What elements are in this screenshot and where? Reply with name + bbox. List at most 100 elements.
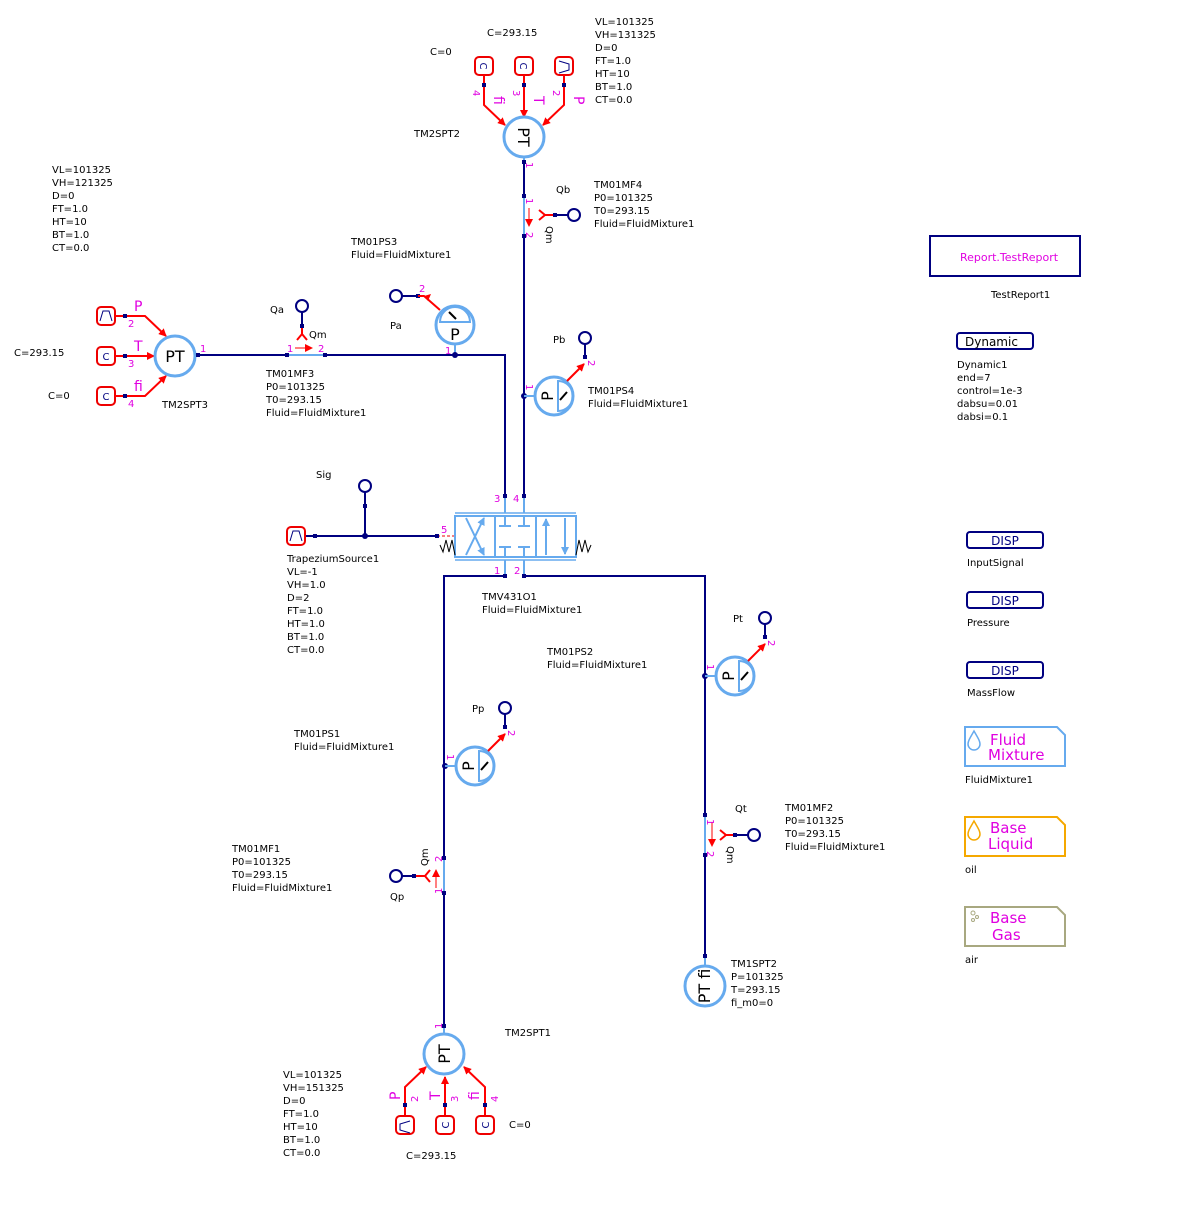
pipe-segment[interactable] [325,354,506,496]
svg-text:Dynamic1: Dynamic1 [957,360,1007,371]
svg-text:P: P [538,391,557,401]
svg-text:Qm: Qm [309,330,327,341]
display-massflow[interactable]: DISP MassFlow [966,661,1044,699]
svg-text:P0=101325: P0=101325 [785,816,844,827]
probe-label: Pb [553,335,565,346]
fluid-mixture-block[interactable]: Fluid Mixture FluidMixture1 [964,726,1066,786]
tm1spt2[interactable]: PT fi TM1SPT2 P=101325 T=293.15 fi_m0=0 [683,954,784,1009]
constant-source-t[interactable] [435,1115,455,1135]
probe-icon[interactable] [295,299,309,313]
svg-text:MassFlow: MassFlow [967,688,1015,699]
svg-text:Base: Base [990,909,1027,927]
svg-text:VL=101325: VL=101325 [283,1070,342,1081]
tm01ps2[interactable]: TM01PS2 Fluid=FluidMixture1 P 1 2 Pt [546,611,776,697]
droplet-icon [967,819,981,841]
trapezium-source-block[interactable] [286,526,306,546]
probe-icon[interactable] [389,289,403,303]
svg-text:Fluid=FluidMixture1: Fluid=FluidMixture1 [266,408,366,419]
dynamic-box[interactable] [956,332,1034,350]
svg-text:4: 4 [128,399,134,410]
report-block[interactable]: Report.TestReport TestReport1 [929,235,1081,301]
param-list: VL=101325 VH=121325 D=0 FT=1.0 HT=10 BT=… [52,165,113,254]
pt-sensor[interactable] [422,1032,466,1076]
svg-text:P0=101325: P0=101325 [594,193,653,204]
valve-tmv431o1[interactable]: 3 4 5 1 2 TMV431O1 Fluid=FluidMixture1 [439,494,592,616]
svg-text:1: 1 [704,819,715,825]
probe-icon[interactable] [578,331,592,345]
svg-text:C: C [517,63,528,70]
tm01ps4[interactable]: P 1 2 Pb TM01PS4 Fluid=FluidMixture1 [521,331,688,417]
svg-text:Fluid=FluidMixture1: Fluid=FluidMixture1 [232,883,332,894]
probe-label: Qt [735,804,747,815]
pipe-segment[interactable] [524,575,706,815]
svg-text:P0=101325: P0=101325 [232,857,291,868]
svg-text:VL=101325: VL=101325 [52,165,111,176]
pt-fi-sensor[interactable] [683,964,727,1008]
svg-text:P: P [459,761,478,771]
display-inputsignal[interactable]: DISP InputSignal [966,531,1044,569]
svg-text:4: 4 [490,1096,501,1102]
tm01mf1[interactable]: 1 2 Qm Qp TM01MF1 P0=101325 T0=293.15 Fl… [231,844,446,903]
svg-text:TM01PS3: TM01PS3 [350,237,397,248]
tm01ps1[interactable]: TM01PS1 Fluid=FluidMixture1 P 1 2 Pp [293,701,516,787]
constant-source-fi[interactable] [475,1115,495,1135]
svg-text:TM01MF4: TM01MF4 [593,180,642,191]
pipe-segment[interactable] [443,575,505,858]
svg-text:Dynamic: Dynamic [965,335,1018,349]
svg-text:FluidMixture1: FluidMixture1 [965,775,1033,786]
trapezium-source[interactable]: Sig TrapeziumSource1 VL=-1 VH=1.0 D=2 FT… [286,470,439,656]
display-pressure[interactable]: DISP Pressure [966,591,1044,629]
svg-text:TMV431O1: TMV431O1 [481,592,537,603]
tm01mf2[interactable]: 1 2 Qm Qt TM01MF2 P0=101325 T0=293.15 Fl… [703,803,885,864]
probe-icon[interactable] [567,208,581,222]
disp-box[interactable] [966,591,1044,609]
dynamic-block[interactable]: Dynamic Dynamic1 end=7 control=1e-3 dabs… [956,332,1034,423]
svg-text:DISP: DISP [991,534,1019,548]
probe-icon[interactable] [747,828,761,842]
tm2spt2[interactable]: C C PT 1 4 3 2 fi T P C=0 C=293.15 TM2SP… [413,17,656,168]
ramp-source-p[interactable] [96,306,116,326]
probe-icon[interactable] [498,701,512,715]
probe-icon[interactable] [389,869,403,883]
probe-label: Sig [316,470,331,481]
probe-icon[interactable] [758,611,772,625]
component-name: TM2SPT3 [161,400,208,411]
report-box[interactable] [929,235,1081,277]
fluid-box[interactable] [964,906,1066,947]
svg-text:Fluid=FluidMixture1: Fluid=FluidMixture1 [482,605,582,616]
fluid-box[interactable] [964,726,1066,767]
svg-text:D=0: D=0 [52,191,74,202]
tm01mf3[interactable]: 1 2 Qm Qa TM01MF3 P0=101325 T0=293.15 Fl… [265,299,366,419]
svg-text:1: 1 [200,344,206,355]
tm01mf4[interactable]: 1 2 Qm Qb TM01MF4 P0=101325 T0=293.15 Fl… [522,180,694,244]
svg-text:2: 2 [765,640,776,646]
svg-text:D=0: D=0 [595,43,617,54]
svg-text:CT=0.0: CT=0.0 [595,95,632,106]
svg-text:Pressure: Pressure [967,618,1010,629]
tm2spt1[interactable]: PT 1 C C 2 3 4 P T fi TM2SPT1 C=0 C=293.… [283,1023,551,1162]
svg-text:2: 2 [419,284,425,295]
svg-text:VH=131325: VH=131325 [595,30,656,41]
disp-box[interactable] [966,661,1044,679]
base-liquid-block[interactable]: Base Liquid oil [964,816,1066,876]
svg-text:Fluid=FluidMixture1: Fluid=FluidMixture1 [785,842,885,853]
ramp-source-p[interactable] [554,56,574,76]
svg-text:1: 1 [523,198,534,204]
c-temp-label: C=293.15 [406,1151,456,1162]
disp-box[interactable] [966,531,1044,549]
svg-text:PT fi: PT fi [695,969,714,1004]
svg-text:end=7: end=7 [957,373,991,384]
probe-label: Qp [390,892,404,903]
tm2spt3[interactable]: VL=101325 VH=121325 D=0 FT=1.0 HT=10 BT=… [14,165,208,411]
svg-text:BT=1.0: BT=1.0 [52,230,89,241]
pt-sensor[interactable] [153,334,197,378]
fluid-box[interactable] [964,816,1066,857]
svg-text:P: P [388,1092,404,1100]
param-list: VL=101325 VH=131325 D=0 FT=1.0 HT=10 BT=… [595,17,656,106]
probe-label: Pt [733,614,743,625]
svg-text:control=1e-3: control=1e-3 [957,386,1023,397]
probe-icon[interactable] [358,479,372,493]
base-gas-block[interactable]: Base Gas air [964,906,1066,966]
tm01ps3[interactable]: TM01PS3 Fluid=FluidMixture1 P 2 1 Pa [350,237,476,358]
probe-label: Qa [270,305,284,316]
